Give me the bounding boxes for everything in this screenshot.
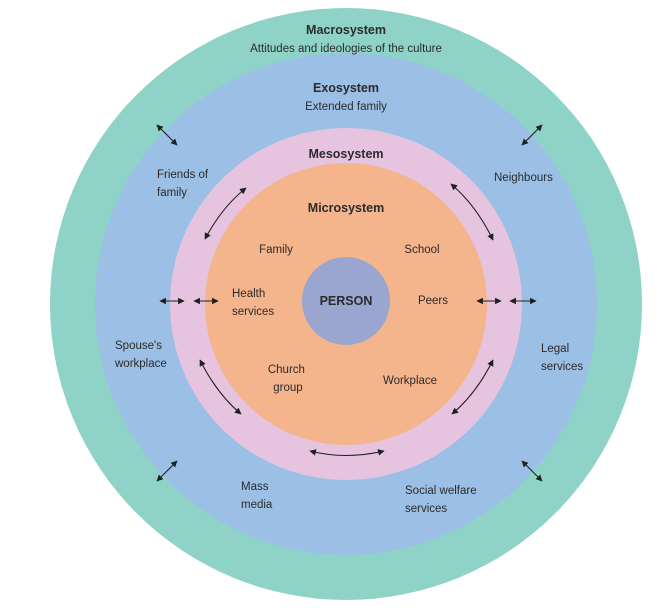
- exo-item-friends-of-family: Friends of family: [157, 169, 211, 199]
- curved-double-arrow-icon: [450, 183, 494, 241]
- macrosystem-title: Macrosystem: [306, 23, 386, 37]
- mesosystem-title: Mesosystem: [308, 147, 383, 161]
- person-label: PERSON: [320, 294, 373, 308]
- person-circle: [302, 257, 390, 345]
- double-arrow-icon: [156, 460, 178, 482]
- curved-double-arrow-icon: [199, 359, 242, 415]
- exo-item-legal-services: Legal services: [541, 343, 583, 373]
- exosystem-title: Exosystem: [313, 81, 379, 95]
- exosystem-subtitle: Extended family: [305, 101, 387, 113]
- micro-item-workplace: Workplace: [383, 375, 437, 387]
- micro-item-peers: Peers: [418, 295, 448, 307]
- curved-double-arrow-icon: [451, 359, 494, 415]
- double-arrow-icon: [156, 124, 178, 146]
- micro-item-church-group: Church group: [268, 364, 308, 394]
- curved-double-arrow-icon: [309, 449, 385, 456]
- macrosystem-subtitle: Attitudes and ideologies of the culture: [250, 43, 442, 55]
- micro-item-health-services: Health services: [232, 288, 274, 318]
- micro-item-family: Family: [259, 244, 293, 256]
- double-arrow-icon: [521, 124, 543, 146]
- exo-item-neighbours: Neighbours: [494, 172, 553, 184]
- exo-item-spouses-workplace: Spouse's workplace: [114, 340, 167, 370]
- micro-item-school: School: [404, 244, 439, 256]
- microsystem-title: Microsystem: [308, 201, 384, 215]
- curved-double-arrow-icon: [204, 187, 247, 240]
- double-arrow-icon: [521, 460, 543, 482]
- exo-item-social-welfare-services: Social welfare services: [405, 485, 480, 515]
- exo-item-mass-media: Mass media: [241, 481, 273, 511]
